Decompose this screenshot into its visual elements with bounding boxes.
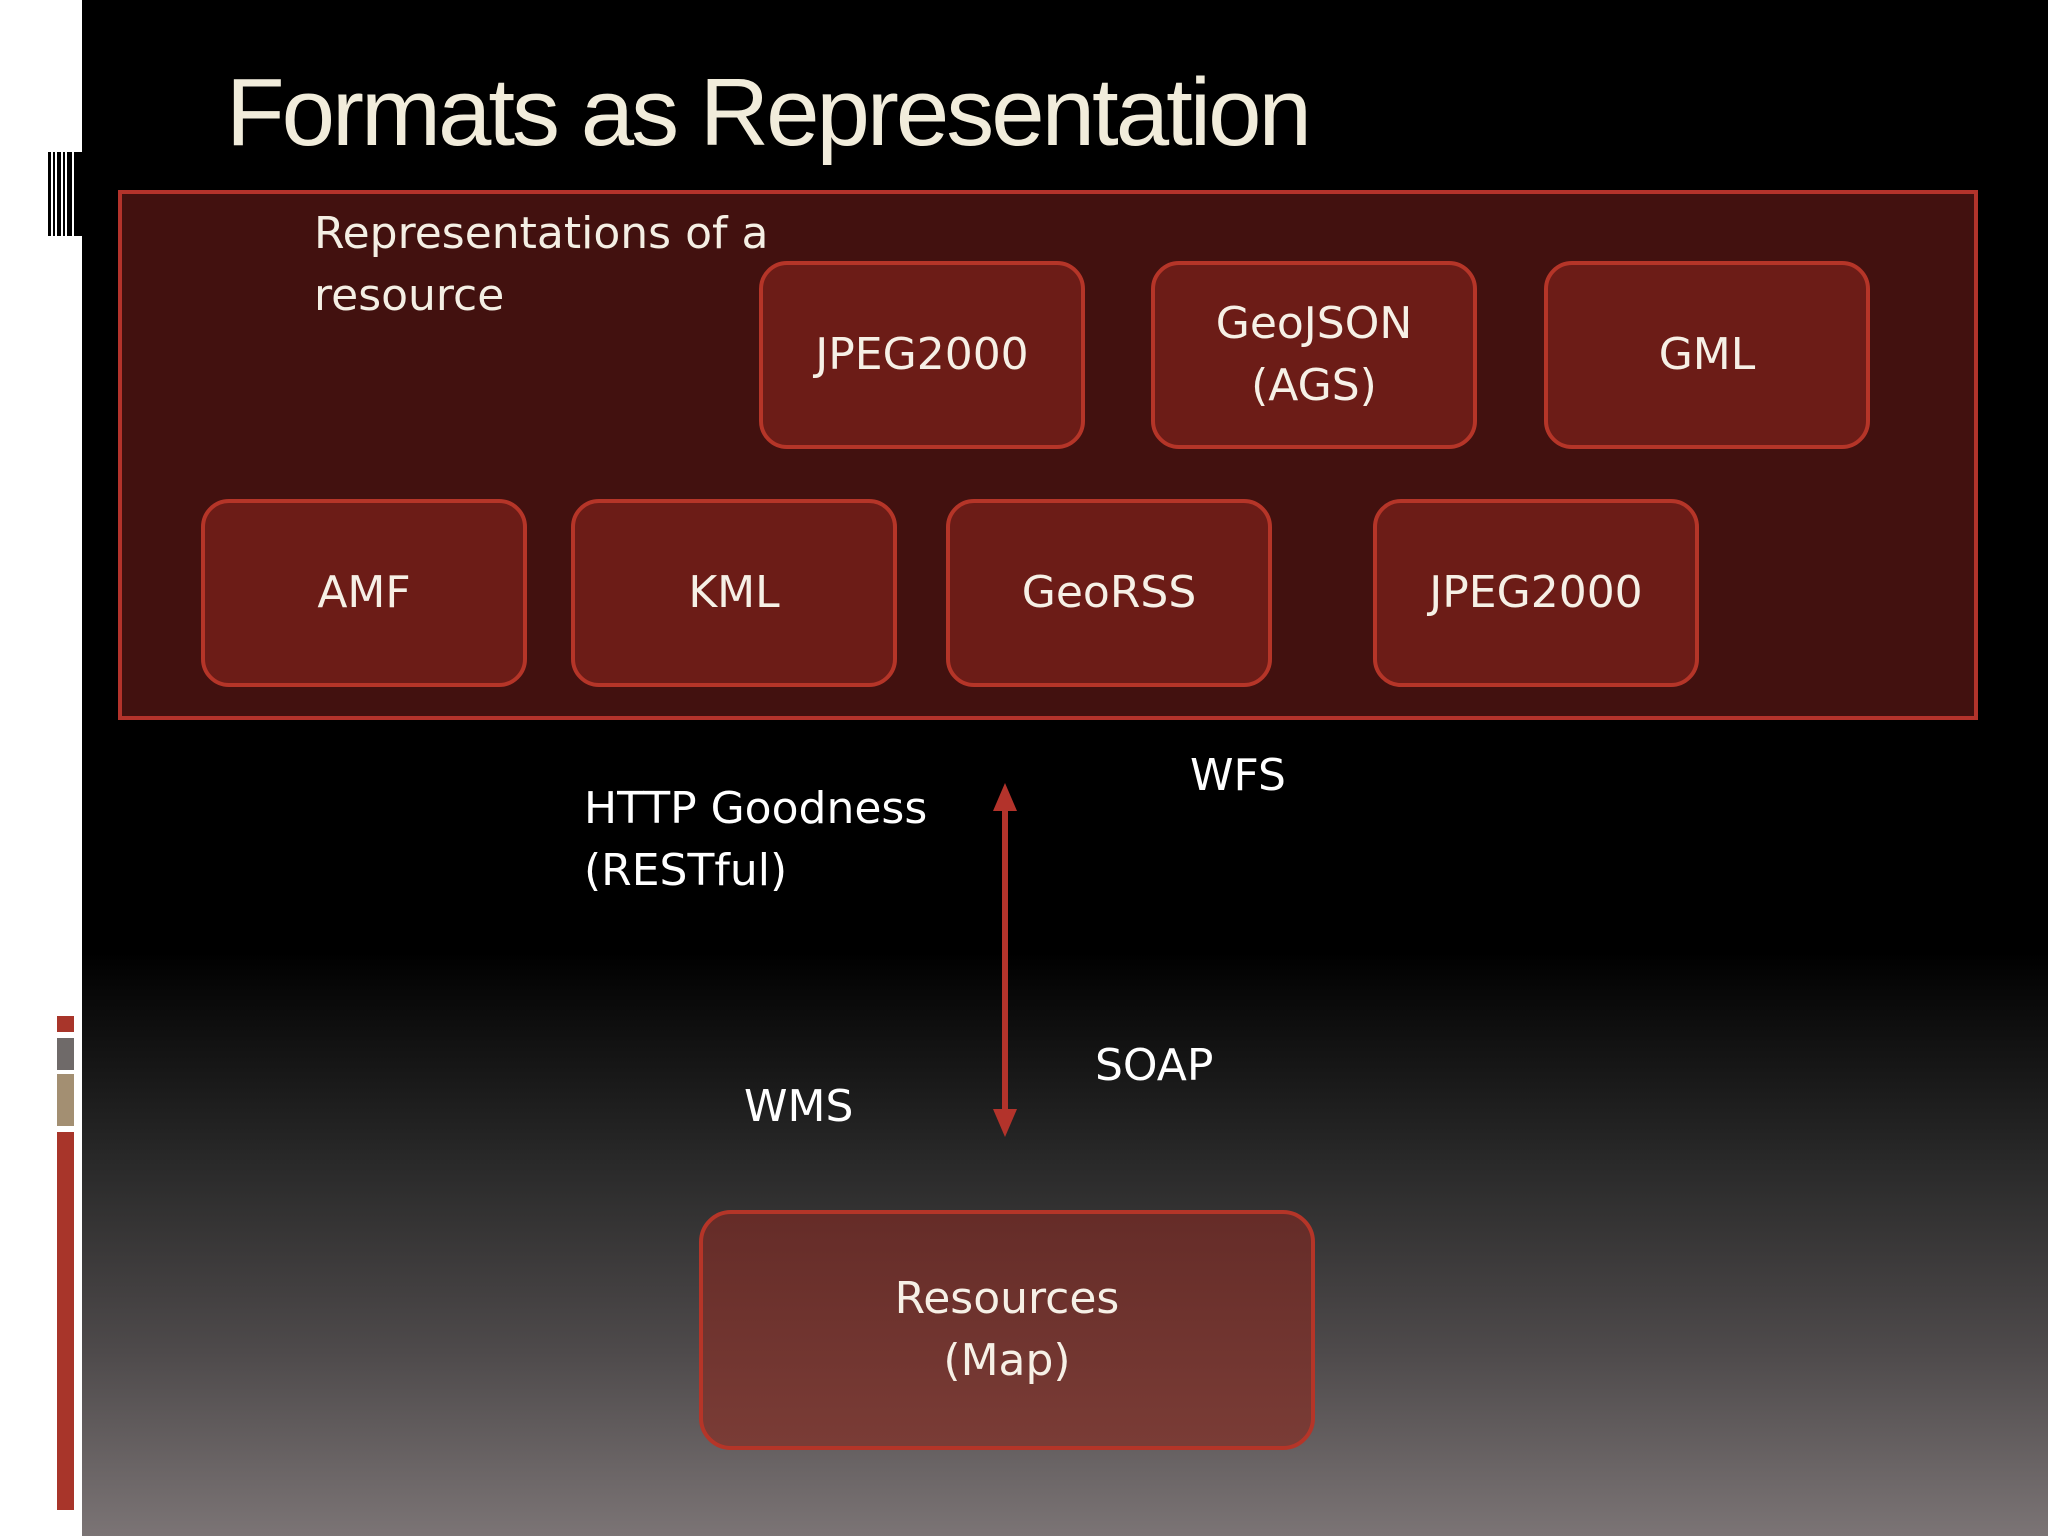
wms-label: WMS bbox=[744, 1081, 854, 1132]
format-box-geojson: GeoJSON (AGS) bbox=[1151, 261, 1477, 449]
soap-label: SOAP bbox=[1095, 1040, 1214, 1091]
barcode-decoration bbox=[74, 152, 82, 236]
barcode-decoration bbox=[57, 152, 61, 236]
deco-bar-red-small bbox=[57, 1016, 74, 1032]
barcode-decoration bbox=[53, 152, 55, 236]
representations-label: Representations of a resource bbox=[314, 208, 769, 321]
slide-title: Formats as Representation bbox=[226, 59, 1312, 166]
format-box-jpeg2000-top: JPEG2000 bbox=[759, 261, 1085, 449]
deco-bar-red-long bbox=[57, 1132, 74, 1510]
format-box-amf: AMF bbox=[201, 499, 527, 687]
format-box-kml: KML bbox=[571, 499, 897, 687]
resources-box: Resources (Map) bbox=[699, 1210, 1315, 1450]
format-box-georss: GeoRSS bbox=[946, 499, 1272, 687]
deco-bar-gray bbox=[57, 1038, 74, 1070]
format-box-gml: GML bbox=[1544, 261, 1870, 449]
barcode-decoration bbox=[63, 152, 65, 236]
barcode-decoration bbox=[67, 152, 72, 236]
http-goodness-label: HTTP Goodness (RESTful) bbox=[584, 783, 928, 896]
double-headed-arrow-icon bbox=[993, 783, 1017, 1137]
left-margin bbox=[0, 0, 82, 1536]
deco-bar-tan bbox=[57, 1074, 74, 1126]
format-box-jpeg2000-bottom: JPEG2000 bbox=[1373, 499, 1699, 687]
barcode-decoration bbox=[48, 152, 51, 236]
wfs-label: WFS bbox=[1190, 750, 1286, 801]
